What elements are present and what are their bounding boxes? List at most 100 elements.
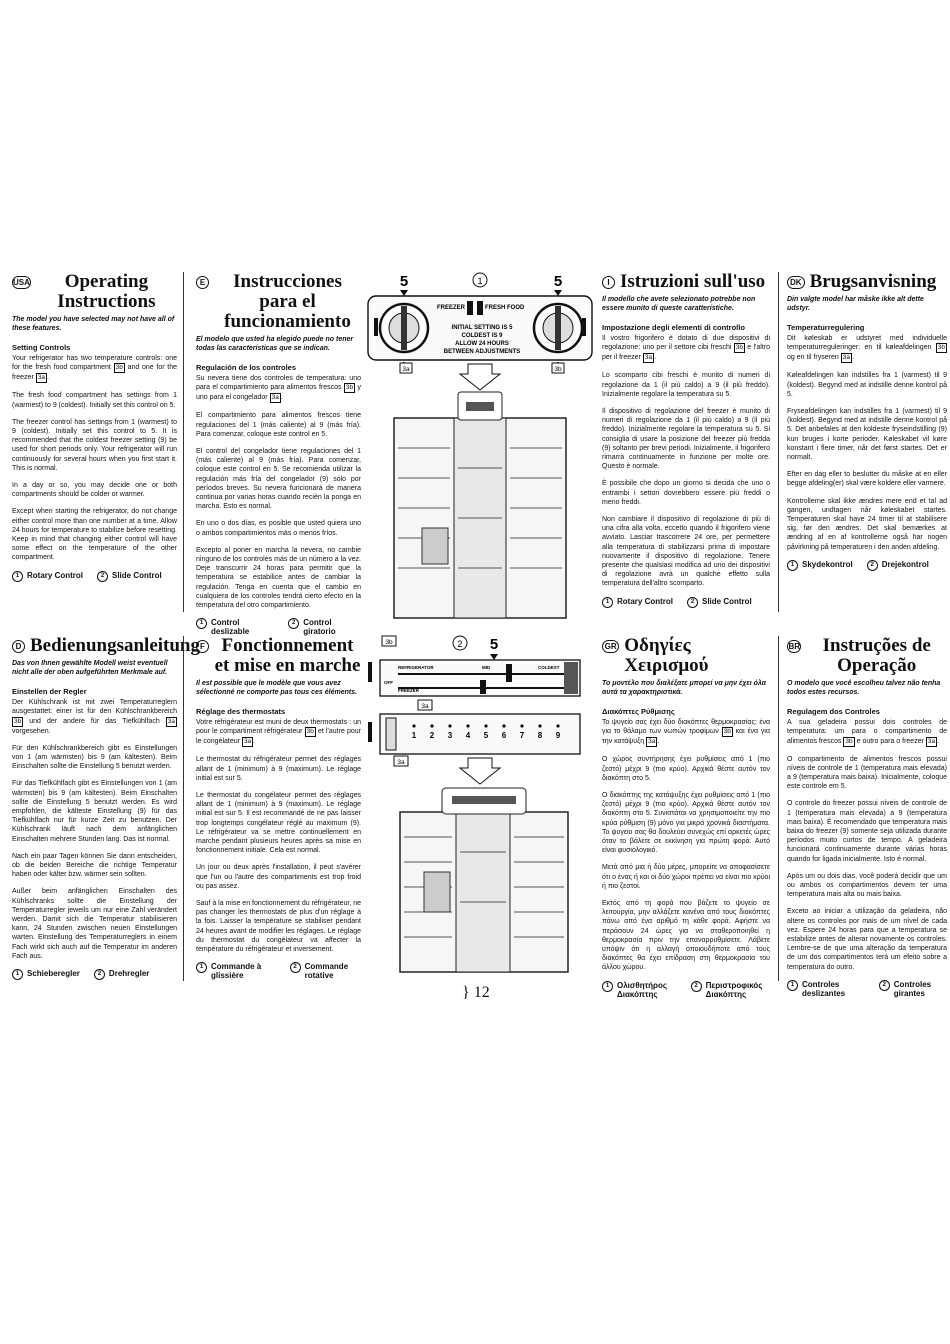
circle-2-icon: 2: [866, 559, 878, 571]
fresh-food-dial-grip: [555, 306, 561, 350]
fridge-basket: [423, 871, 451, 913]
language-badge-br: BR: [787, 640, 802, 653]
circle-2-icon: 2: [97, 570, 108, 582]
divider: [183, 636, 184, 981]
thermometer-icon: [368, 662, 372, 682]
paragraph-gr-5: Εκτός από τη φορά που βάζετε το ψυγείο σ…: [602, 900, 770, 972]
language-badge-es: E: [196, 276, 209, 289]
scale-number: 8: [538, 731, 543, 740]
pointer-arrow-left-icon: [400, 290, 408, 296]
paragraph-usa-2: The fresh food compartment has settings …: [12, 392, 177, 409]
paragraph-it-3: Il dispositivo di regolazione del freeze…: [602, 408, 770, 471]
paragraph-br-4: Após um ou dois dias, você poderá decidi…: [787, 872, 947, 899]
circle-1-icon: 1: [602, 596, 613, 608]
slide-panel-lower: [379, 713, 581, 755]
model-note-gr: Το μοντέλο που διαλέξατε μπορεί να μην έ…: [602, 680, 767, 696]
paragraph-gr-1: Το ψυγείο σας έχει δύο διακόπτες θερμοκρ…: [602, 719, 770, 748]
scale-dot: [448, 724, 452, 728]
paragraph-f-3: Le thermostat du congélateur permet des …: [196, 792, 361, 855]
circle-2-icon: 2: [288, 618, 300, 630]
fridge-shelves: [404, 836, 564, 938]
circle-1-icon: 1: [602, 980, 613, 992]
ref-label-3a: 3a: [402, 366, 410, 373]
figure-circle-label: 1: [477, 276, 482, 286]
circle-2-icon: 2: [289, 962, 301, 974]
paragraph-f-2: Le thermostat du réfrigérateur permet de…: [196, 756, 361, 782]
divider: [778, 636, 779, 981]
paragraph-es-2: El compartimiento para alimentos frescos…: [196, 412, 361, 438]
model-note-it: Il modello che avete selezionato potrebb…: [602, 296, 756, 312]
circle-1-icon: 1: [787, 559, 798, 571]
paragraph-es-5: Excepto al poner en marcha la nevera, no…: [196, 546, 361, 610]
setting-number-right: 5: [554, 273, 562, 290]
thermometer-icon: [582, 318, 586, 336]
model-note-d: Das von Ihnen gewählte Modell weist even…: [12, 660, 168, 676]
language-badge-dk: DK: [787, 276, 805, 289]
paragraph-dk-3: Fryseafdelingen kan indstilles fra 1 (va…: [787, 408, 947, 462]
scale-number: 7: [520, 731, 525, 740]
off-label: OFF: [384, 680, 393, 685]
section-gr: GR Οδηγίες Χειρισμού Το μοντέλο που διαλ…: [602, 636, 770, 999]
paragraph-usa-1: Your refrigerator has two temperature co…: [12, 355, 178, 384]
scale-dot: [520, 724, 524, 728]
section-d: D Bedienungsanleitung Das von Ihnen gewä…: [12, 636, 200, 981]
section-title-usa: Operating Instructions: [57, 271, 156, 312]
fridge-control-strip: [452, 796, 516, 804]
scale-dot: [412, 724, 416, 728]
ref-box-3a: [399, 362, 413, 374]
divider: [778, 272, 779, 612]
language-badge-d: D: [12, 640, 25, 653]
circle-1-icon: 1: [787, 979, 798, 991]
section-title-es: Instrucciones para el funcionamiento: [224, 271, 351, 332]
figure-circle-label: 2: [457, 639, 462, 649]
subheading-d: Einstellen der Regler: [12, 687, 87, 696]
allow-hours-text: ALLOW 24 HOURS: [455, 341, 509, 347]
paragraph-f-1: Votre réfrigérateur est muni de deux the…: [196, 719, 361, 748]
pointer-arrow-icon: [490, 654, 498, 660]
freezer-label: FREEZER: [398, 688, 420, 693]
section-it: I Istruzioni sull'uso Il modello che ave…: [602, 272, 770, 608]
fresh-food-label: FRESH FOOD: [485, 305, 525, 311]
fridge-basket: [421, 527, 449, 565]
subheading-f: Réglage des thermostats: [196, 707, 286, 716]
section-usa: USA Operating Instructions The model you…: [12, 272, 177, 582]
paragraph-dk-5: Kontrollerne skal ikke ændres mere end e…: [787, 497, 947, 551]
refrigerator-label: REFRIGERATOR: [398, 665, 434, 670]
slide-control-diagram: 2 5 REFRIGERATOR MID COLDEST FREEZER OFF…: [368, 635, 581, 973]
paragraph-d-2: Für den Kühlschrankbereich gibt es Einst…: [12, 744, 177, 771]
paragraph-d-1: Der Kühlschrank ist mit zwei Temperaturr…: [12, 699, 177, 735]
ref-box-3b: [551, 362, 565, 374]
subheading-gr: Διακόπτες Ρύθμισης: [602, 707, 675, 716]
scale-number: 1: [412, 731, 417, 740]
subheading-es: Regulación de los controles: [196, 363, 297, 372]
scale-number: 4: [466, 731, 471, 740]
model-note-br: O modelo que você escolheu talvez não te…: [787, 680, 941, 696]
paragraph-es-4: En uno o dos días, es posible que usted …: [196, 520, 361, 537]
paragraph-br-5: Exceto ao iniciar a utilização da gelade…: [787, 908, 947, 971]
section-title-d: Bedienungsanleitung: [30, 635, 200, 656]
mid-label: MID: [482, 665, 491, 670]
section-es: E Instrucciones para el funcionamiento E…: [196, 272, 361, 636]
thermometer-icon: [374, 318, 378, 336]
circle-2-icon: 2: [93, 969, 105, 981]
paragraph-it-2: Lo scomparto cibi freschi è munito di nu…: [602, 372, 770, 398]
refrigerator-slider: [506, 664, 512, 682]
circle-2-icon: 2: [687, 596, 698, 608]
section-br: BR Instruções de Operação O modelo que v…: [787, 636, 947, 998]
paragraph-gr-3: Ο διακόπτης της κατάψυξης έχει ρυθμίσεις…: [602, 792, 770, 855]
setting-number: 5: [490, 636, 498, 653]
scale-number: 3: [448, 731, 453, 740]
ref-label-3a: 3a: [421, 703, 429, 710]
pointer-arrow-right-icon: [554, 290, 562, 296]
freezer-slider: [480, 680, 486, 694]
circle-1-icon: [472, 272, 488, 288]
fridge-control-strip: [466, 402, 494, 411]
fridge-shelves: [398, 447, 562, 569]
subheading-it: Impostazione degli elementi di controllo: [602, 323, 745, 332]
section-title-dk: Brugsanvisning: [809, 271, 937, 292]
paragraph-br-3: O controle do freezer possui níveis de c…: [787, 800, 947, 863]
